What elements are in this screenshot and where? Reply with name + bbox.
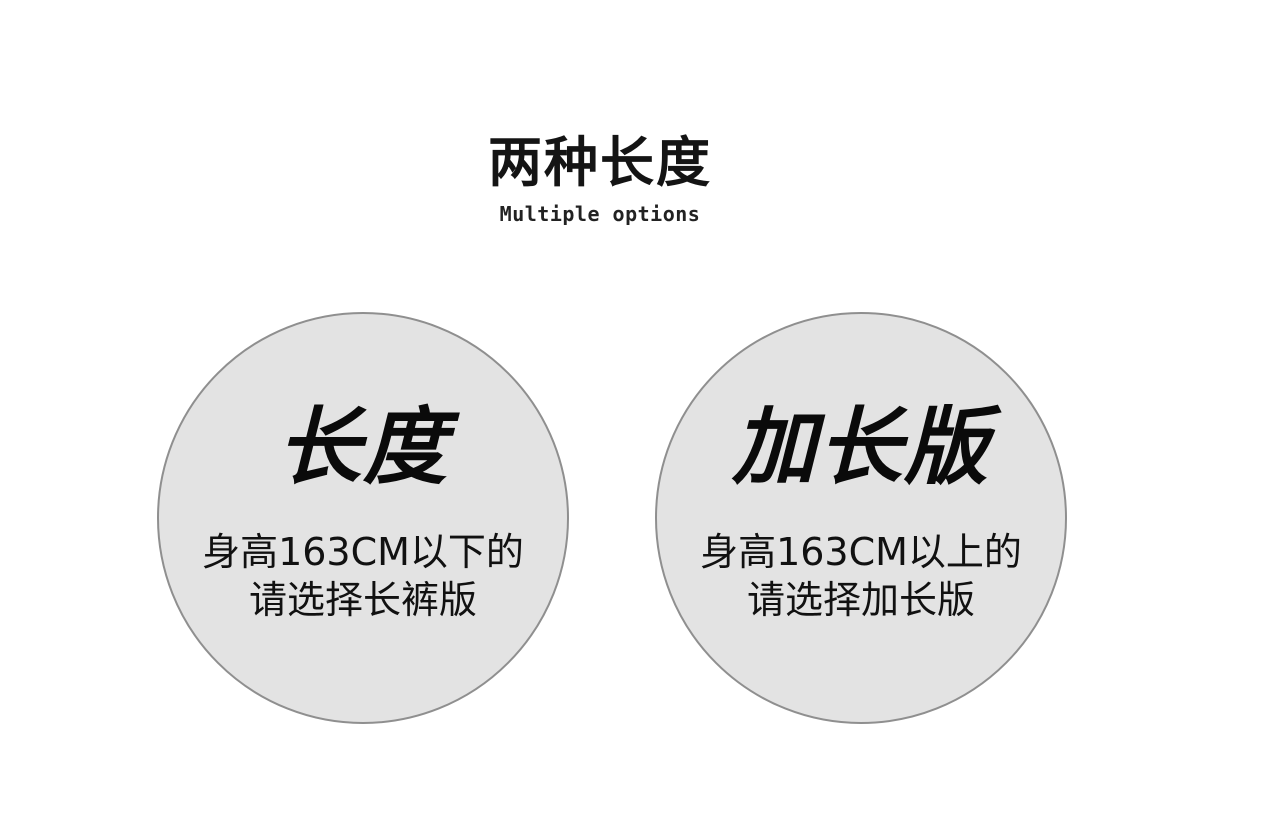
page-title: 两种长度 xyxy=(488,131,712,194)
option-standard-line1: 身高163CM以下的 xyxy=(202,530,524,574)
option-standard-circle: 长度 身高163CM以下的 请选择长裤版 xyxy=(157,312,569,724)
option-standard-line2: 请选择长裤版 xyxy=(248,578,477,622)
option-standard-description: 身高163CM以下的 请选择长裤版 xyxy=(159,528,567,624)
option-long-circle: 加长版 身高163CM以上的 请选择加长版 xyxy=(655,312,1067,724)
header: 两种长度 Multiple options xyxy=(0,128,1200,226)
option-long-title: 加长版 xyxy=(731,398,990,496)
option-long-line1: 身高163CM以上的 xyxy=(700,530,1022,574)
option-standard-title: 长度 xyxy=(276,398,449,496)
page-subtitle: Multiple options xyxy=(499,202,701,226)
option-long-line2: 请选择加长版 xyxy=(746,578,975,622)
option-long-description: 身高163CM以上的 请选择加长版 xyxy=(657,528,1065,624)
